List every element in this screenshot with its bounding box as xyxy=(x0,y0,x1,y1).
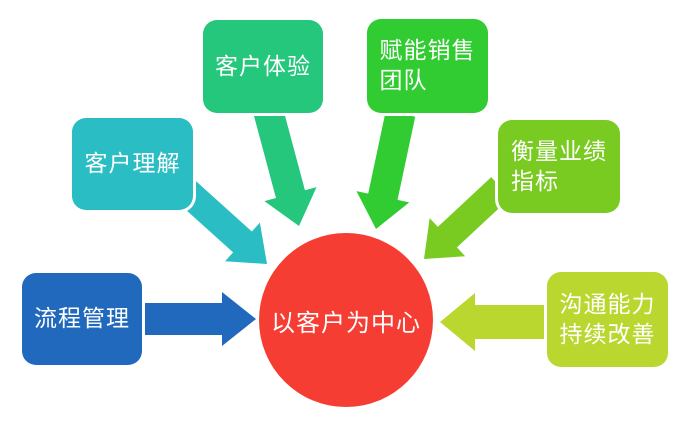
node-empower-sales-team-label: 赋能销售 团队 xyxy=(379,38,476,94)
arrow-measure-performance-metrics xyxy=(424,177,511,259)
node-empower-sales-team: 赋能销售 团队 xyxy=(367,19,488,113)
node-customer-experience-label: 客户体验 xyxy=(215,53,311,80)
node-communication-continuous-improvement-label: 沟通能力 持续改善 xyxy=(559,291,656,348)
node-customer-experience: 客户体验 xyxy=(203,20,323,113)
arrow-process-management xyxy=(142,292,256,346)
node-process-management-label: 流程管理 xyxy=(34,306,130,332)
center-circle-label: 以客户为中心 xyxy=(271,308,421,337)
arrow-customer-understanding xyxy=(168,173,267,264)
center-circle: 以客户为中心 xyxy=(259,233,433,407)
arrow-communication-continuous-improvement xyxy=(440,293,552,351)
node-customer-understanding: 客户理解 xyxy=(72,118,193,210)
node-customer-understanding-label: 客户理解 xyxy=(84,151,181,177)
node-process-management: 流程管理 xyxy=(22,273,142,365)
node-communication-continuous-improvement: 沟通能力 持续改善 xyxy=(547,272,668,367)
arrow-customer-experience xyxy=(253,108,317,226)
node-measure-performance-metrics: 衡量业绩 指标 xyxy=(498,120,620,213)
arrow-empower-sales-team xyxy=(356,110,416,229)
node-measure-performance-metrics-label: 衡量业绩 指标 xyxy=(511,138,607,195)
